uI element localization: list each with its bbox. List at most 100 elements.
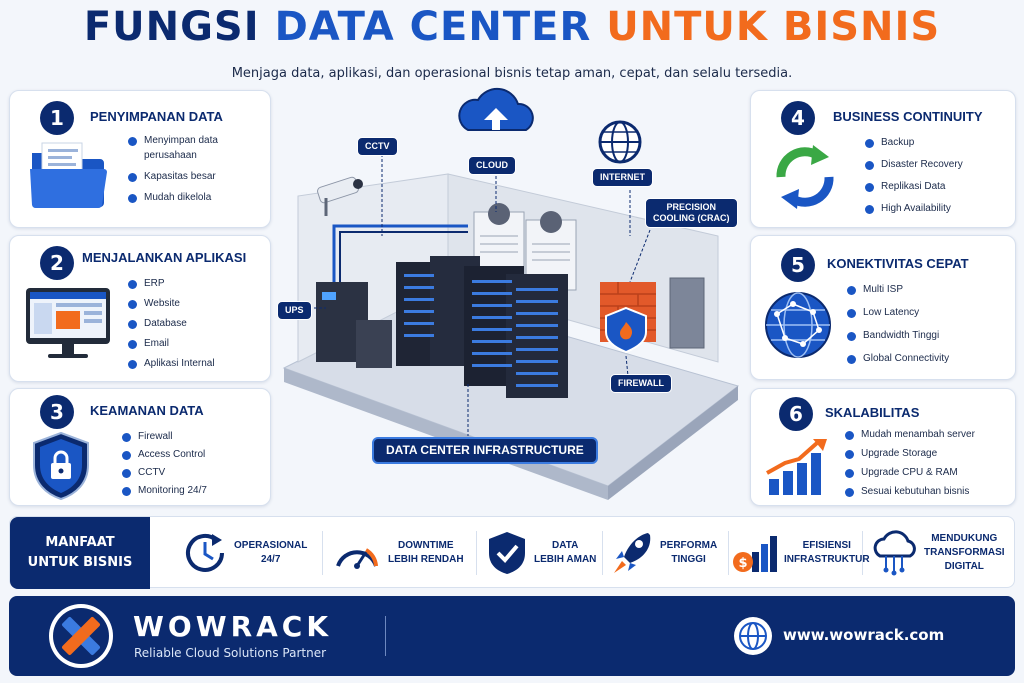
card-title: MENJALANKAN APLIKASI	[82, 250, 247, 265]
title-part-3: UNTUK BISNIS	[606, 4, 941, 50]
list-item: Aplikasi Internal	[128, 358, 215, 378]
internet-tag: INTERNET	[592, 168, 653, 187]
cctv-tag: CCTV	[357, 137, 398, 156]
list-item: Mudah menambah server	[845, 429, 975, 448]
recycle-arrows-icon	[776, 145, 834, 209]
list-item: Access Control	[122, 449, 207, 467]
data-center-infrastructure-tag: DATA CENTER INFRASTRUCTURE	[372, 437, 598, 464]
card-number: 3	[40, 395, 74, 429]
wowrack-logo	[49, 604, 113, 668]
monitor-icon	[26, 288, 110, 358]
list-item: Upgrade Storage	[845, 448, 975, 467]
card-keamanan-data: 3 KEAMANAN DATA Firewall Access Control …	[9, 388, 271, 506]
list-item: Monitoring 24/7	[122, 485, 207, 503]
divider	[862, 531, 863, 575]
precision-cooling-line2: COOLING (CRAC)	[653, 213, 730, 223]
growth-chart-icon	[766, 439, 827, 495]
card-title: KONEKTIVITAS CEPAT	[827, 256, 969, 271]
list-item: CCTV	[122, 467, 207, 485]
list-item: Menyimpan data	[128, 135, 218, 150]
list-item: Mudah dikelola	[128, 192, 218, 213]
globe-icon	[734, 617, 772, 655]
card-konektivitas-cepat: 5 KONEKTIVITAS CEPAT Multi ISP Low Laten…	[750, 235, 1016, 380]
card-items: Backup Disaster Recovery Replikasi Data …	[865, 137, 963, 225]
divider	[322, 531, 323, 575]
card-items: Mudah menambah server Upgrade Storage Up…	[845, 429, 975, 505]
card-title: BUSINESS CONTINUITY	[833, 109, 983, 124]
precision-cooling-line1: PRECISION	[666, 202, 716, 212]
coin-bars-icon: $	[733, 536, 777, 572]
cloud-circuit-icon	[873, 530, 916, 576]
firewall-wall	[600, 282, 656, 354]
card-title: PENYIMPANAN DATA	[90, 109, 223, 124]
card-skalabilitas: 6 SKALABILITAS Mudah menambah server Upg…	[750, 388, 1016, 506]
title-part-2: DATA CENTER	[274, 4, 592, 50]
brand-tagline: Reliable Cloud Solutions Partner	[134, 646, 327, 660]
list-item: Website	[128, 298, 215, 318]
benefits-heading-line1: MANFAAT	[45, 535, 115, 550]
list-item: Sesuai kebutuhan bisnis	[845, 486, 975, 505]
list-item: Global Connectivity	[847, 353, 949, 376]
list-item: Disaster Recovery	[865, 159, 963, 181]
cloud-tag: CLOUD	[468, 156, 516, 175]
divider	[476, 531, 477, 575]
card-menjalankan-aplikasi: 2 MENJALANKAN APLIKASI ERP Website Datab…	[9, 235, 271, 382]
list-item: Low Latency	[847, 307, 949, 330]
card-items: ERP Website Database Email Aplikasi Inte…	[128, 278, 215, 378]
globe-network-icon	[765, 292, 831, 358]
list-item: Bandwidth Tinggi	[847, 330, 949, 353]
internet-globe-icon	[598, 120, 642, 164]
card-business-continuity: 4 BUSINESS CONTINUITY Backup Disaster Re…	[750, 90, 1016, 228]
card-number: 6	[779, 397, 813, 431]
shield-lock-icon	[33, 431, 89, 501]
divider	[385, 616, 386, 656]
ups-tag: UPS	[277, 301, 312, 320]
list-item: Database	[128, 318, 215, 338]
subtitle: Menjaga data, aplikasi, dan operasional …	[231, 66, 793, 81]
title-part-1: FUNGSI	[83, 4, 260, 50]
list-item: Multi ISP	[847, 284, 949, 307]
ups-cabinet	[316, 282, 392, 368]
website-link[interactable]: www.wowrack.com	[783, 626, 945, 644]
shield-check-icon	[489, 532, 525, 574]
divider	[602, 531, 603, 575]
cloud-icon	[458, 87, 534, 131]
list-item: Upgrade CPU & RAM	[845, 467, 975, 486]
card-number: 4	[781, 101, 815, 135]
divider	[728, 531, 729, 575]
card-penyimpanan-data: 1 PENYIMPANAN DATA Menyimpan data perusa…	[9, 90, 271, 228]
list-item: High Availability	[865, 203, 963, 225]
list-item: Firewall	[122, 431, 207, 449]
precision-cooling-tag: PRECISION COOLING (CRAC)	[645, 198, 738, 228]
card-items: Menyimpan data perusahaan Kapasitas besa…	[128, 135, 218, 213]
folder-icon	[30, 142, 107, 209]
footer: WOWRACK Reliable Cloud Solutions Partner…	[9, 596, 1015, 676]
speedometer-icon	[336, 548, 378, 569]
page-title: FUNGSI DATA CENTER UNTUK BISNIS	[0, 4, 1024, 50]
card-number: 1	[40, 101, 74, 135]
card-title: SKALABILITAS	[825, 405, 920, 420]
card-number: 5	[781, 248, 815, 282]
list-item: Kapasitas besar	[128, 171, 218, 192]
card-number: 2	[40, 246, 74, 280]
list-item: Backup	[865, 137, 963, 159]
brand-name: WOWRACK	[133, 610, 333, 643]
list-item: Replikasi Data	[865, 181, 963, 203]
card-title: KEAMANAN DATA	[90, 403, 204, 418]
svg-text:$: $	[738, 556, 747, 571]
rocket-icon	[614, 533, 651, 573]
list-item: ERP	[128, 278, 215, 298]
card-items: Firewall Access Control CCTV Monitoring …	[122, 431, 207, 503]
cctv-camera	[317, 176, 363, 216]
firewall-tag: FIREWALL	[610, 374, 672, 393]
clock-icon	[186, 534, 224, 572]
card-items: Multi ISP Low Latency Bandwidth Tinggi G…	[847, 284, 949, 376]
